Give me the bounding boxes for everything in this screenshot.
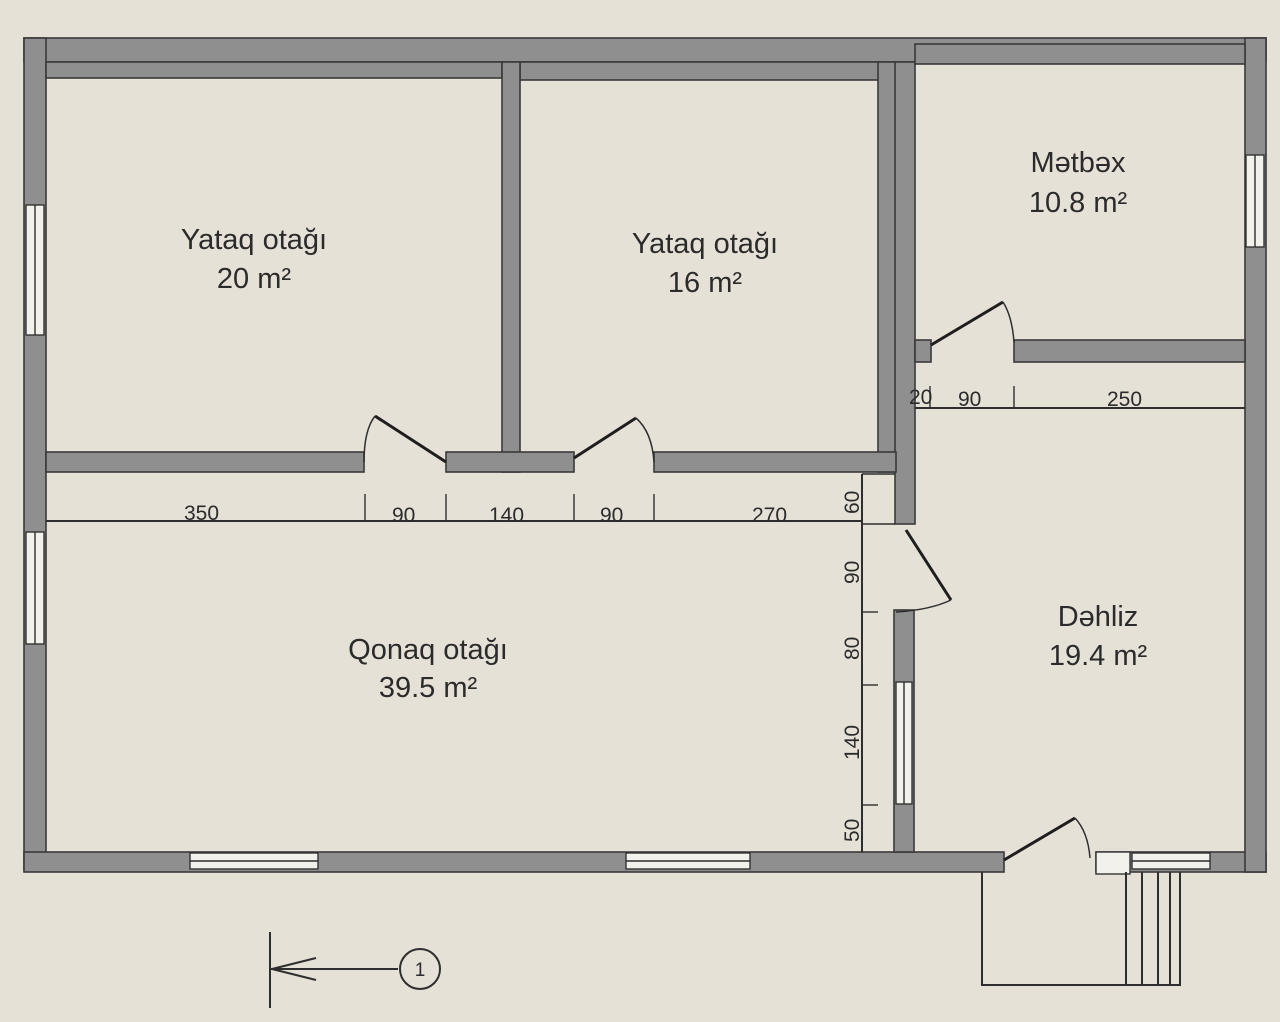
windows: [25, 154, 1265, 870]
dim-v-90: 90: [841, 561, 864, 584]
entrance-porch: [981, 851, 1181, 986]
room-area-hall: 19.4 m²: [1049, 640, 1148, 672]
section-marker-circle: [399, 948, 441, 990]
wall-left: [23, 37, 47, 871]
dim-h-350: 350: [184, 502, 219, 525]
door-entrance: [1003, 816, 1076, 862]
wall-bottom-left: [23, 851, 1005, 873]
wall-bed-front-3: [653, 451, 897, 473]
room-name-living: Qonaq otağı: [348, 634, 508, 666]
dim-k-90: 90: [958, 388, 981, 411]
wall-bed-front-2: [445, 451, 575, 473]
dim-v-140: 140: [841, 725, 864, 760]
dimension-labels: 350 90 140 90 270 60 90 80 140 50 20 90 …: [184, 386, 1142, 842]
wall-bed1-bed2: [501, 61, 521, 473]
wall-bed2-right: [877, 61, 897, 473]
section-marker-number: 1: [415, 960, 426, 981]
room-labels: Yataq otağı 20 m² Yataq otağı 16 m² Mətb…: [181, 147, 1148, 704]
room-area-bedroom1: 20 m²: [217, 263, 291, 295]
door-bedroom1: [374, 414, 447, 464]
wall-top-inner-mid: [519, 61, 881, 81]
dim-k-20: 20: [909, 386, 932, 409]
dim-h-90b: 90: [600, 504, 623, 527]
wall-bed-front-1: [45, 451, 365, 473]
doors: [363, 300, 1091, 862]
dim-h-140: 140: [489, 504, 524, 527]
wall-top-inner-left: [45, 61, 503, 79]
dim-h-270: 270: [752, 504, 787, 527]
room-name-bedroom2: Yataq otağı: [632, 228, 778, 260]
room-name-hall: Dəhliz: [1058, 601, 1139, 633]
wall-kitchen-top: [914, 43, 1246, 65]
dim-v-80: 80: [841, 637, 864, 660]
dim-v-60: 60: [841, 491, 864, 514]
door-living-hall: [904, 529, 953, 601]
room-area-living: 39.5 m²: [379, 672, 478, 704]
room-area-kitchen: 10.8 m²: [1029, 187, 1128, 219]
door-bedroom2: [573, 416, 637, 460]
section-marker: 1: [269, 932, 441, 1008]
door-kitchen: [930, 300, 1004, 347]
wall-kitchen-bottom-1: [914, 339, 932, 363]
room-name-bedroom1: Yataq otağı: [181, 224, 327, 256]
room-name-kitchen: Mətbəx: [1030, 147, 1126, 179]
wall-kitchen-bottom-2: [1013, 339, 1246, 363]
dim-v-50: 50: [841, 819, 864, 842]
dimension-lines: [46, 386, 1245, 852]
dim-k-250: 250: [1107, 388, 1142, 411]
dim-h-90a: 90: [392, 504, 415, 527]
room-area-bedroom2: 16 m²: [668, 267, 742, 299]
wall-hall-left: [894, 61, 916, 525]
